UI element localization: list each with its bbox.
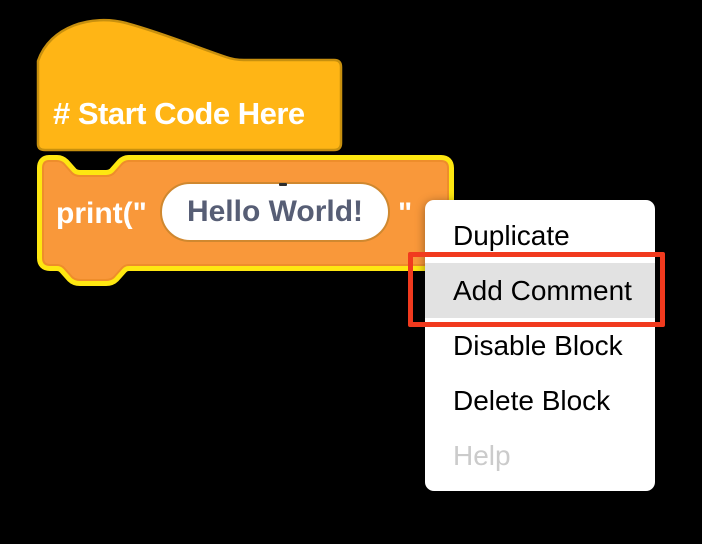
menu-item-duplicate[interactable]: Duplicate <box>453 220 570 251</box>
context-menu: Duplicate Add Comment Disable Block Dele… <box>425 200 655 491</box>
hat-block-label: # Start Code Here <box>53 96 305 131</box>
print-block-label: print(" <box>56 197 147 230</box>
menu-item-help: Help <box>453 440 511 471</box>
menu-item-delete-block[interactable]: Delete Block <box>453 385 611 416</box>
print-block-closing-quote: " <box>398 197 413 230</box>
menu-item-add-comment[interactable]: Add Comment <box>425 263 655 318</box>
string-input-value: Hello World! <box>186 195 364 228</box>
string-input-field[interactable]: Hello World! <box>160 182 390 242</box>
stray-cursor-mark <box>279 183 287 186</box>
menu-item-disable-block[interactable]: Disable Block <box>453 330 623 361</box>
hat-block-body[interactable] <box>36 18 343 152</box>
